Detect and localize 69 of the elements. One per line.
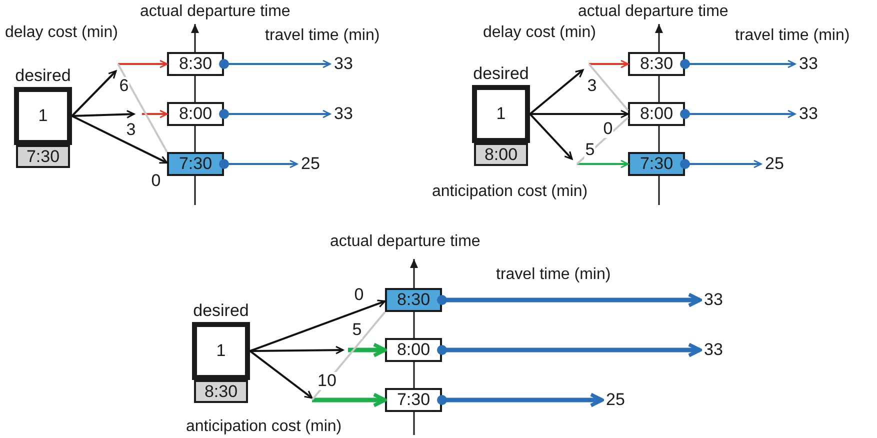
travel-time-value: 33: [330, 102, 370, 126]
arrow: [219, 159, 298, 169]
arrow: [680, 159, 762, 169]
arrow: [72, 110, 135, 118]
departure-time-box: 8:30: [167, 52, 224, 76]
axis-label: actual departure time: [578, 2, 728, 22]
axis-label: anticipation cost (min): [186, 417, 342, 437]
arrow: [437, 392, 604, 408]
axis-label: travel time (min): [265, 26, 380, 46]
edge-label: 0: [602, 120, 614, 138]
connector-line: [576, 116, 629, 165]
travel-time-value: 33: [795, 102, 835, 126]
departure-time-box: 7:30: [628, 152, 685, 176]
axis-label: actual departure time: [330, 232, 480, 252]
arrow: [589, 60, 629, 68]
arrow: [142, 110, 168, 118]
connector-line: [311, 311, 386, 401]
arrow: [437, 342, 702, 358]
desired-box: 1: [192, 322, 250, 380]
departure-time-box: 8:30: [628, 52, 685, 76]
arrow: [680, 59, 796, 69]
travel-time-value: 33: [700, 338, 740, 362]
arrow: [437, 292, 702, 308]
travel-time-value: 25: [761, 152, 801, 176]
arrow: [118, 60, 168, 68]
departure-time-box: 8:00: [385, 338, 442, 362]
desired-time-box: 8:30: [194, 380, 248, 403]
axis-label: delay cost (min): [5, 23, 118, 43]
travel-time-value: 25: [602, 388, 642, 412]
connector-line: [588, 63, 629, 112]
heading-label: desired: [193, 300, 249, 322]
departure-time-box: 8:00: [628, 102, 685, 126]
desired-time-box: 8:00: [474, 143, 528, 166]
desired-box: 1: [14, 87, 72, 145]
axis-label: anticipation cost (min): [432, 182, 588, 202]
axis-label: travel time (min): [496, 265, 611, 285]
departure-time-box: 8:00: [167, 102, 224, 126]
edge-label: 5: [584, 141, 596, 159]
axis-label: delay cost (min): [483, 23, 596, 43]
arrow: [71, 70, 117, 117]
arrow: [250, 346, 344, 354]
arrow: [312, 392, 387, 408]
arrow: [577, 160, 629, 168]
axis-label: travel time (min): [735, 26, 850, 46]
heading-label: desired: [473, 63, 529, 85]
arrow: [219, 109, 331, 119]
arrow: [529, 69, 584, 115]
arrow: [72, 115, 168, 164]
connector-line: [117, 64, 168, 152]
heading-label: desired: [15, 65, 71, 87]
arrow: [249, 350, 313, 399]
travel-time-value: 33: [330, 52, 370, 76]
arrow: [680, 109, 796, 119]
desired-time-box: 7:30: [16, 145, 70, 168]
arrow: [530, 110, 629, 118]
edge-label: 10: [316, 372, 338, 390]
travel-time-value: 33: [795, 52, 835, 76]
departure-time-box: 7:30: [385, 388, 442, 412]
departure-time-box: 8:30: [385, 288, 442, 312]
arrow: [219, 59, 331, 69]
travel-time-value: 25: [297, 152, 337, 176]
arrow: [529, 113, 573, 160]
axis-label: actual departure time: [140, 2, 290, 22]
departure-time-box: 7:30: [167, 152, 224, 176]
arrow: [250, 300, 386, 352]
travel-time-value: 33: [700, 288, 740, 312]
desired-box: 1: [472, 85, 530, 143]
edge-label: 5: [351, 321, 363, 339]
arrow: [348, 342, 387, 358]
